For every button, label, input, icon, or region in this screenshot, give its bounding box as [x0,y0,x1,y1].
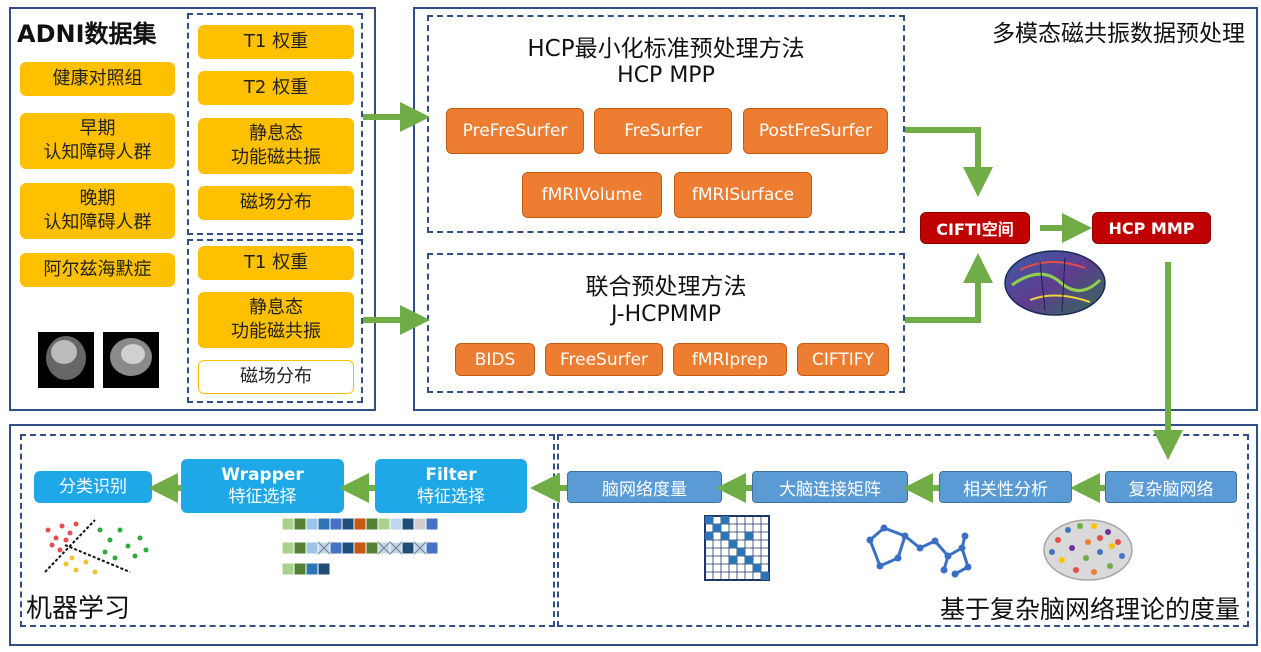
preprocessing-panel [413,7,1258,411]
ml-box [20,434,555,627]
step-fmrivolume: fMRIVolume [522,172,662,218]
step-postfresurfer: PostFreSurfer [743,108,888,154]
classification-scatter-plot [44,519,149,575]
preprocessing-title: 多模态磁共振数据预处理 [992,21,1245,47]
wrapper-title: Wrapper [221,464,304,485]
feature-grid-graphic [281,517,439,576]
hcp-mpp-subtitle: HCP MPP [617,63,715,88]
network-box [557,434,1249,627]
field-map-2: 磁场分布 [198,360,354,394]
bottom-panel [9,424,1258,646]
arrow-hcp-to-cifti [905,127,993,197]
classification: 分类识别 [34,471,152,503]
step-ciftify: CIFTIFY [797,343,889,376]
adni-title: ADNI数据集 [17,20,157,48]
modality-set-1 [187,13,363,235]
adni-panel [9,7,376,411]
complex-brain-network: 复杂脑网络 [1105,471,1237,503]
modality-set-2 [187,239,363,403]
group-early-mci: 早期 认知障碍人群 [20,113,175,169]
group-healthy-control: 健康对照组 [20,62,175,96]
step-fresurfer: FreSurfer [594,108,732,154]
step-freesurfer: FreeSurfer [545,343,663,376]
t1-weighted-2: T1 权重 [198,246,354,280]
step-fmriprep: fMRIprep [673,343,787,376]
filter-feature-selection: Filter 特征选择 [375,459,527,513]
hcp-mpp-title: HCP最小化标准预处理方法 [527,36,805,62]
cifti-space: CIFTI空间 [920,212,1030,244]
filter-sub: 特征选择 [417,487,485,507]
resting-state-fmri-2: 静息态 功能磁共振 [198,292,354,348]
feature-grid-crosses [317,541,427,555]
mri-thumbnail-graphics [46,336,152,380]
ml-title: 机器学习 [26,594,131,624]
connectivity-matrix-graphic [704,515,770,581]
network-title: 基于复杂脑网络理论的度量 [939,595,1240,624]
j-hcpmmp-subtitle: J-HCPMMP [610,302,722,327]
field-map: 磁场分布 [198,186,354,220]
brain-network-metrics: 脑网络度量 [567,471,722,503]
brain-network-graphic [1043,519,1133,581]
step-fmrisurface: fMRISurface [674,172,812,218]
resting-state-fmri: 静息态 功能磁共振 [198,118,354,174]
j-hcpmmp-title: 联合预处理方法 [585,274,747,300]
arrow-joint-to-cifti [905,253,993,323]
wrapper-feature-selection: Wrapper 特征选择 [181,459,344,513]
wrapper-sub: 特征选择 [228,487,297,507]
correlation-analysis: 相关性分析 [939,471,1072,503]
step-bids: BIDS [455,343,535,376]
group-late-mci: 晚期 认知障碍人群 [20,183,175,239]
hcp-mmp: HCP MMP [1092,212,1211,244]
group-alzheimers: 阿尔兹海默症 [20,253,175,287]
step-prefresurfer: PreFreSurfer [446,108,584,154]
t2-weighted: T2 权重 [198,71,354,105]
filter-title: Filter [425,464,477,485]
t1-weighted: T1 权重 [198,25,354,59]
network-graph-nodes [866,524,972,578]
